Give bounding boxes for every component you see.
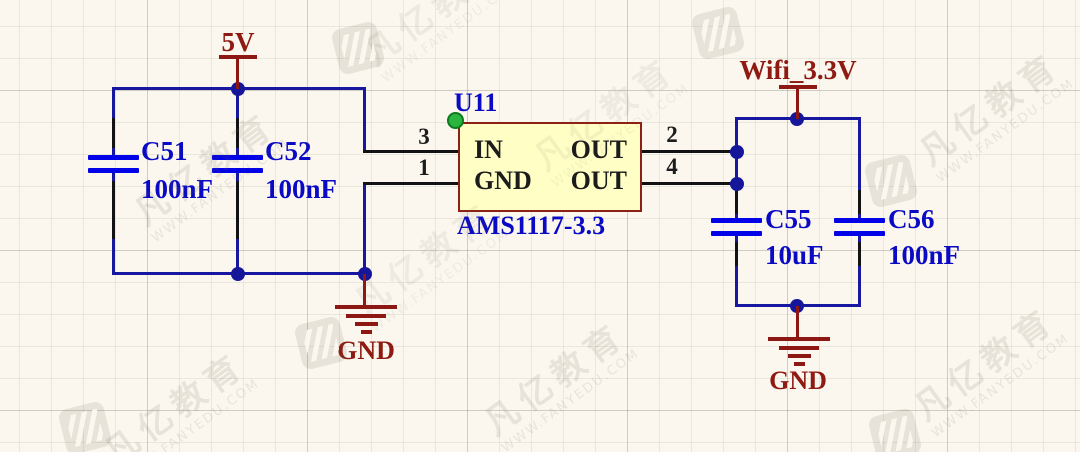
gnd-bar-3 xyxy=(355,322,378,326)
cap-plate-bottom xyxy=(711,231,762,236)
wire-c55-lower[interactable] xyxy=(735,236,738,307)
c51-value: 100nF xyxy=(141,174,214,204)
cap-plate-bottom xyxy=(88,168,139,173)
c56-value: 100nF xyxy=(888,240,961,270)
gnd-stem xyxy=(796,306,799,338)
junction-dot xyxy=(231,267,245,281)
cap-plate-top xyxy=(834,218,885,223)
power-wifi33v-label: Wifi_3.3V xyxy=(739,55,857,85)
gnd-bar-2 xyxy=(346,314,386,318)
c55-pin-top[interactable] xyxy=(735,190,738,214)
regulator-body[interactable] xyxy=(458,122,642,212)
pin1-marker-dot xyxy=(447,112,464,129)
junction-dot xyxy=(231,82,245,96)
wire-gnd-drop[interactable] xyxy=(363,182,366,275)
cap-plate-top xyxy=(711,218,762,223)
gnd-left-label: GND xyxy=(337,336,395,365)
gnd-bar-2 xyxy=(779,346,819,350)
cap-plate-bottom xyxy=(834,231,885,236)
pin-wire-4-out[interactable] xyxy=(641,182,738,185)
wire-c56-lower[interactable] xyxy=(858,236,861,307)
wire-c55-upper[interactable] xyxy=(735,117,738,218)
power-5v-stem[interactable] xyxy=(236,58,239,89)
pin-number-3: 3 xyxy=(418,124,430,149)
power-wifi33v-stem[interactable] xyxy=(796,88,799,119)
c52-pin-top[interactable] xyxy=(236,118,239,148)
power-5v-label: 5V xyxy=(221,27,255,57)
pin-name-out1: OUT xyxy=(570,135,627,164)
power-5v-bar[interactable] xyxy=(219,55,257,59)
gnd-symbol-left[interactable] xyxy=(334,274,398,338)
c51-designator: C51 xyxy=(141,136,188,166)
c55-pin-bottom[interactable] xyxy=(735,242,738,266)
gnd-bar-4 xyxy=(361,330,372,334)
capacitor-c56[interactable] xyxy=(834,218,885,236)
gnd-bar-4 xyxy=(794,362,805,366)
pin-number-2: 2 xyxy=(666,122,678,147)
pin-name-in: IN xyxy=(474,135,503,164)
regulator-part-number: AMS1117-3.3 xyxy=(457,211,606,240)
pin-wire-3-in[interactable] xyxy=(363,150,459,153)
cap-plate-top xyxy=(212,155,263,160)
gnd-stem xyxy=(363,274,366,306)
wire-vin-drop[interactable] xyxy=(363,87,366,152)
junction-dot xyxy=(730,145,744,159)
c55-designator: C55 xyxy=(765,204,812,234)
cap-plate-bottom xyxy=(212,168,263,173)
capacitor-c51[interactable] xyxy=(88,155,139,173)
power-wifi33v-bar[interactable] xyxy=(779,85,817,89)
pin-name-gnd: GND xyxy=(474,166,532,195)
c56-designator: C56 xyxy=(888,204,935,234)
c51-pin-top[interactable] xyxy=(112,118,115,148)
cap-plate-top xyxy=(88,155,139,160)
c52-value: 100nF xyxy=(265,174,338,204)
c51-pin-bottom[interactable] xyxy=(112,181,115,239)
c56-pin-bottom[interactable] xyxy=(858,242,861,266)
gnd-symbol-right[interactable] xyxy=(766,306,830,370)
gnd-bar-1 xyxy=(335,305,397,309)
pin-number-1: 1 xyxy=(418,155,430,180)
c56-pin-top[interactable] xyxy=(858,190,861,214)
capacitor-c52[interactable] xyxy=(212,155,263,173)
pin-number-4: 4 xyxy=(666,154,678,179)
pin-name-out2: OUT xyxy=(570,166,627,195)
pin-wire-2-out[interactable] xyxy=(641,150,738,153)
pin-wire-1-gnd[interactable] xyxy=(363,182,459,185)
regulator-designator: U11 xyxy=(454,88,498,117)
junction-dot xyxy=(730,177,744,191)
c55-value: 10uF xyxy=(765,240,824,270)
gnd-bar-1 xyxy=(768,337,830,341)
gnd-bar-3 xyxy=(788,354,811,358)
c52-designator: C52 xyxy=(265,136,312,166)
gnd-right-label: GND xyxy=(769,366,827,395)
c52-pin-bottom[interactable] xyxy=(236,181,239,239)
capacitor-c55[interactable] xyxy=(711,218,762,236)
wire-c56-upper[interactable] xyxy=(858,117,861,218)
junction-dot xyxy=(790,112,804,126)
